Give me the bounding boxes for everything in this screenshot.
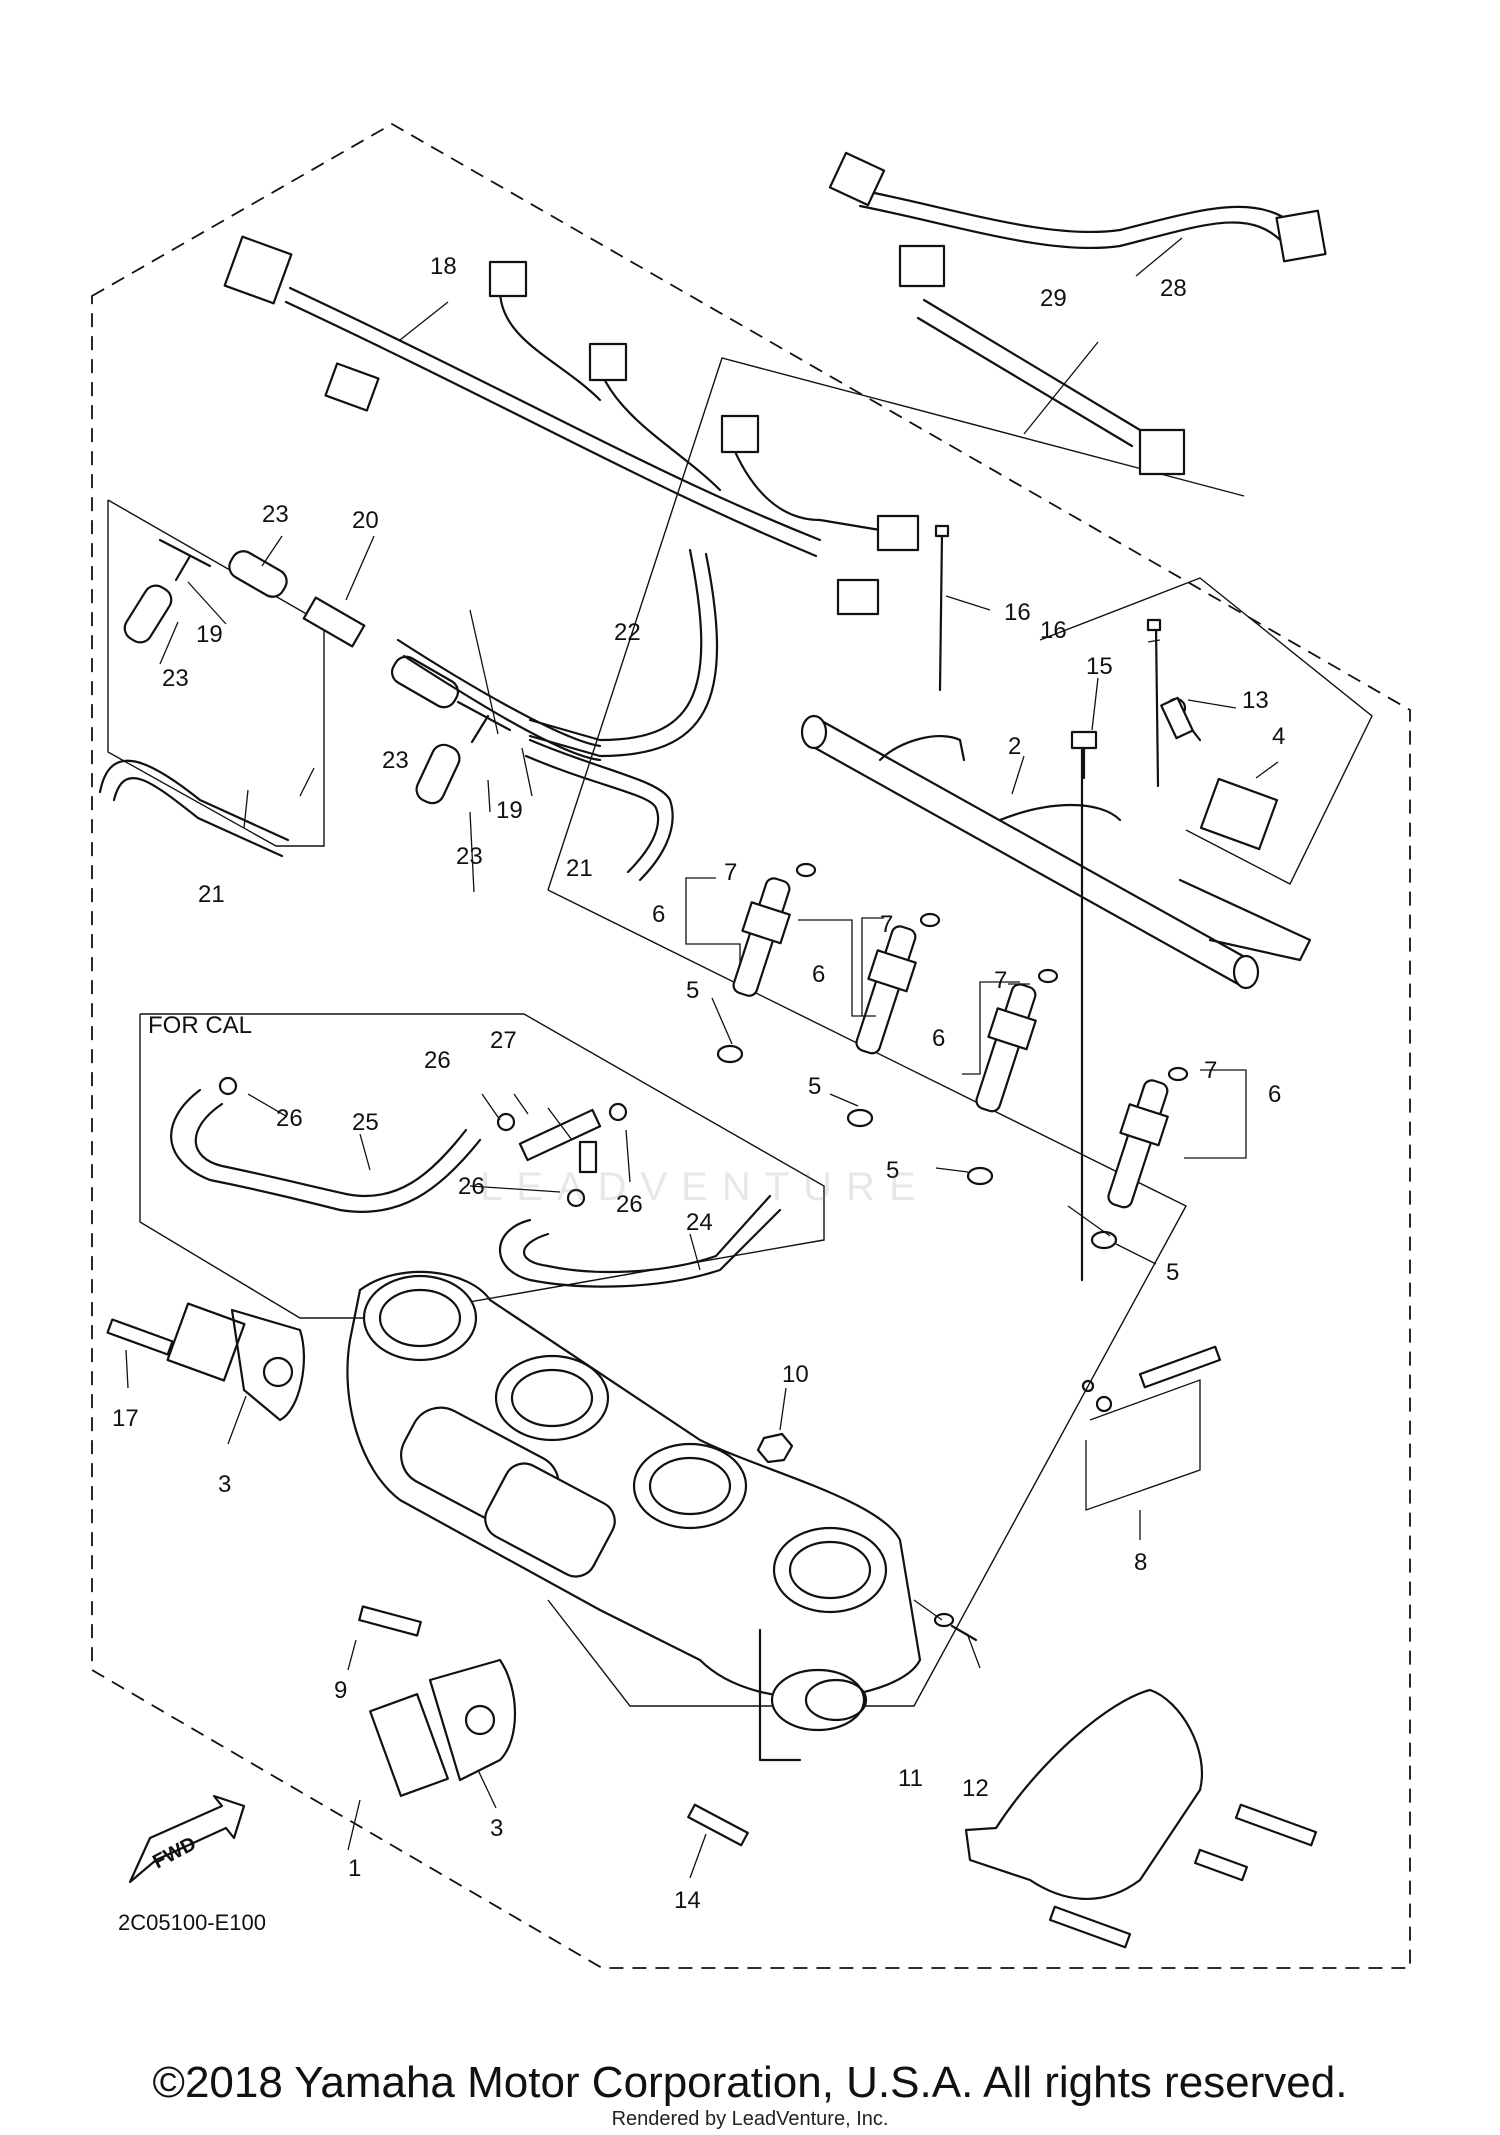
screw-9 bbox=[358, 1605, 422, 1637]
pin-12 bbox=[950, 1624, 978, 1642]
callout-6: 6 bbox=[1268, 1081, 1281, 1108]
callout-15: 15 bbox=[1086, 653, 1113, 680]
hose-group-line-left bbox=[107, 499, 325, 847]
copyright-notice: ©2018 Yamaha Motor Corporation, U.S.A. A… bbox=[152, 2058, 1348, 2107]
callout-16: 16 bbox=[1004, 599, 1031, 626]
callout-labels: 18 28 29 23 20 19 23 22 23 19 23 21 21 1… bbox=[112, 253, 1285, 1914]
watermark: LEADVENTURE bbox=[480, 1165, 930, 1209]
callout-2: 2 bbox=[1008, 733, 1021, 760]
screw-13 bbox=[1160, 696, 1194, 740]
callout-10: 10 bbox=[782, 1361, 809, 1388]
cable-ties-16 bbox=[934, 524, 1162, 788]
callout-5: 5 bbox=[808, 1073, 821, 1100]
callout-5: 5 bbox=[886, 1157, 899, 1184]
callout-23: 23 bbox=[262, 501, 289, 528]
callout-29: 29 bbox=[1040, 285, 1067, 312]
rendered-by-credit: Rendered by LeadVenture, Inc. bbox=[611, 2108, 889, 2130]
callout-3: 3 bbox=[490, 1815, 503, 1842]
callout-7: 7 bbox=[1204, 1057, 1217, 1084]
leader-lines bbox=[125, 237, 1279, 1879]
for-cal-hoses bbox=[170, 1076, 782, 1288]
callout-25: 25 bbox=[352, 1109, 379, 1136]
fuel-injectors bbox=[716, 862, 1189, 1250]
callout-4: 4 bbox=[1272, 723, 1285, 750]
callout-19: 19 bbox=[196, 621, 223, 648]
callout-26: 26 bbox=[616, 1191, 643, 1218]
vacuum-hoses bbox=[98, 538, 674, 882]
callout-1: 1 bbox=[348, 1855, 361, 1882]
nut-10 bbox=[756, 1432, 794, 1464]
throttle-body-1 bbox=[346, 1270, 922, 1762]
callout-20: 20 bbox=[352, 507, 379, 534]
washer-11 bbox=[933, 1612, 955, 1628]
callout-8: 8 bbox=[1134, 1549, 1147, 1576]
fuel-hose-28 bbox=[828, 151, 1327, 263]
callout-11: 11 bbox=[898, 1765, 923, 1792]
rail-group-line bbox=[1039, 577, 1373, 885]
for-cal-box bbox=[139, 1013, 825, 1319]
callout-28: 28 bbox=[1160, 275, 1187, 302]
callout-18: 18 bbox=[430, 253, 457, 280]
callout-16: 16 bbox=[1040, 617, 1067, 644]
callout-6: 6 bbox=[812, 961, 825, 988]
screw-14 bbox=[687, 1803, 749, 1847]
fwd-arrow-icon bbox=[128, 1794, 246, 1884]
throttle-position-sensor bbox=[166, 1302, 306, 1422]
callout-7: 7 bbox=[994, 967, 1007, 994]
callout-5: 5 bbox=[686, 977, 699, 1004]
callout-5: 5 bbox=[1166, 1259, 1179, 1286]
callout-23: 23 bbox=[456, 843, 483, 870]
callout-26: 26 bbox=[276, 1105, 303, 1132]
callout-21: 21 bbox=[198, 881, 225, 908]
callout-6: 6 bbox=[932, 1025, 945, 1052]
fuel-rail-2 bbox=[800, 697, 1312, 990]
assembly-boundary bbox=[91, 122, 1411, 1969]
callout-23: 23 bbox=[162, 665, 189, 692]
fuel-hose-29 bbox=[898, 244, 1186, 476]
callout-6: 6 bbox=[652, 901, 665, 928]
callout-21: 21 bbox=[566, 855, 593, 882]
callout-12: 12 bbox=[962, 1775, 989, 1802]
callout-13: 13 bbox=[1242, 687, 1269, 714]
wire-harness-18 bbox=[223, 235, 920, 758]
callout-23: 23 bbox=[382, 747, 409, 774]
screw-17 bbox=[106, 1318, 174, 1356]
callout-14: 14 bbox=[674, 1887, 701, 1914]
callout-26: 26 bbox=[424, 1047, 451, 1074]
harness-group-line bbox=[547, 357, 1245, 891]
intake-air-pressure-sensor bbox=[369, 1658, 516, 1797]
callout-26: 26 bbox=[458, 1173, 485, 1200]
throttle-group-line bbox=[547, 889, 1187, 1707]
for-cal-label: FOR CAL bbox=[148, 1012, 253, 1039]
screw-set-8 bbox=[1081, 1345, 1222, 1511]
callout-7: 7 bbox=[724, 859, 737, 886]
callout-17: 17 bbox=[112, 1405, 139, 1432]
callout-24: 24 bbox=[686, 1209, 713, 1236]
callout-9: 9 bbox=[334, 1677, 347, 1704]
callout-7: 7 bbox=[880, 911, 893, 938]
callout-3: 3 bbox=[218, 1471, 231, 1498]
callout-22: 22 bbox=[614, 619, 641, 646]
cover-plate bbox=[964, 1688, 1318, 1949]
callout-27: 27 bbox=[490, 1027, 517, 1054]
callout-19: 19 bbox=[496, 797, 523, 824]
drawing-code: 2C05100-E100 bbox=[118, 1910, 267, 1935]
